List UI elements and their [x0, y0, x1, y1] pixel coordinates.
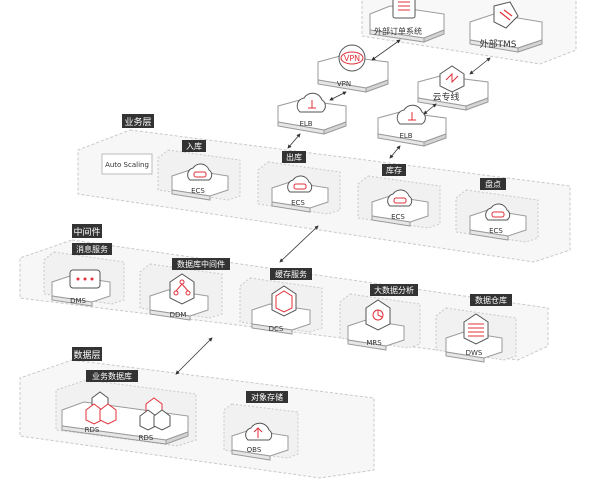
middleware-group-dcs: 缓存服务 DCS: [239, 268, 323, 335]
cloud-line-icon: [439, 65, 465, 93]
inbound-ecs-icon: [187, 163, 213, 181]
external-order-system-label: 外部订单系统: [374, 26, 422, 36]
object-storage-group: 对象存储 OBS: [223, 391, 299, 461]
auto-scaling-label: Auto Scaling: [105, 161, 149, 169]
business-layer-title: 业务层: [122, 114, 154, 128]
stocktake-ecs-icon: [485, 203, 511, 221]
outbound-ecs-icon: [287, 175, 313, 193]
rds-icon-2: [139, 397, 171, 431]
inventory-ecs-label: ECS: [391, 213, 405, 221]
cloud-line-node: 云专线: [417, 65, 489, 111]
mrs-label: MRS: [366, 339, 382, 347]
arrow-middleware-data: [175, 337, 213, 375]
outbound-title: 出库: [286, 152, 302, 162]
middleware-group-dws: 数据仓库 DWS: [435, 294, 517, 363]
rds-label-2: RDS: [139, 434, 154, 442]
data-layer-title: 数据层: [72, 347, 102, 361]
cache-icon: [271, 285, 297, 317]
dws-label: DWS: [466, 349, 483, 357]
stocktake-ecs-label: ECS: [489, 227, 503, 235]
rds-label-1: RDS: [85, 426, 100, 434]
tag-icon: [493, 1, 519, 29]
external-order-system: 外部订单系统: [369, 0, 445, 43]
arrow-cloudline-elb: [423, 103, 437, 115]
cloud-line-label: 云专线: [432, 91, 459, 103]
dms-label: DMS: [70, 297, 86, 305]
svg-text:中间件: 中间件: [73, 226, 100, 238]
svg-text:数据层: 数据层: [73, 349, 100, 361]
ddm-title: 数据库中间件: [177, 259, 225, 269]
vpn-node: VPN VPN: [317, 44, 389, 93]
elb-right-cloud-icon: [396, 104, 426, 125]
dcs-title: 缓存服务: [275, 269, 307, 279]
external-tms: 外部TMS: [469, 1, 543, 53]
elb-right-node: ELB: [377, 104, 447, 147]
elb-left-node: ELB: [277, 92, 347, 135]
arrow-elb-outbound: [287, 133, 301, 149]
arrow-tms-cloudline: [469, 57, 491, 75]
document-icon: [392, 0, 416, 19]
inbound-ecs-label: ECS: [191, 187, 205, 195]
message-icon: [69, 269, 101, 289]
business-group-inventory: 库存 ECS: [357, 164, 441, 229]
elb-left-cloud-icon: [296, 92, 326, 113]
arrow-elb-inventory: [389, 145, 401, 159]
dcs-label: DCS: [269, 325, 284, 333]
business-db-group: 业务数据库 RDS RDS: [55, 370, 197, 447]
svg-text:业务层: 业务层: [124, 116, 151, 128]
arrow-vpn-elb: [329, 91, 347, 101]
external-tms-label: 外部TMS: [480, 38, 517, 50]
auto-scaling-badge: Auto Scaling: [101, 153, 153, 175]
mrs-title: 大数据分析: [374, 285, 414, 295]
big-data-icon: [365, 299, 391, 331]
object-storage-title: 对象存储: [251, 392, 283, 402]
arrow-order-vpn: [371, 39, 401, 61]
inventory-title: 库存: [386, 165, 402, 175]
inbound-title: 入库: [186, 141, 202, 151]
inventory-ecs-icon: [387, 189, 413, 207]
ddm-label: DDM: [170, 311, 187, 319]
outbound-ecs-label: ECS: [291, 199, 305, 207]
rds-icon-1: [85, 391, 117, 425]
dws-title: 数据仓库: [475, 295, 507, 305]
vpn-icon-label: VPN: [344, 54, 360, 63]
business-group-inbound: 入库 ECS: [157, 140, 241, 201]
elb-left-label: ELB: [299, 120, 312, 128]
vpn-label: VPN: [337, 80, 351, 88]
arrow-business-middleware: [279, 225, 319, 263]
business-group-outbound: 出库 ECS: [257, 151, 341, 215]
obs-label: OBS: [247, 446, 262, 454]
elb-right-label: ELB: [399, 132, 412, 140]
middleware-group-mrs: 大数据分析 MRS: [339, 284, 421, 351]
middleware-group-ddm: 数据库中间件 DDM: [139, 258, 230, 321]
middleware-layer-title: 中间件: [72, 224, 102, 238]
business-group-stocktake: 盘点 ECS: [455, 178, 539, 243]
business-db-title: 业务数据库: [92, 371, 132, 381]
network-arrows: [175, 39, 491, 375]
middleware-group-dms: 消息服务 DMS: [43, 243, 125, 307]
dms-title: 消息服务: [76, 244, 108, 254]
data-warehouse-icon: [463, 313, 489, 345]
stocktake-title: 盘点: [485, 179, 501, 189]
vpn-icon: VPN: [338, 44, 366, 72]
obs-cloud-icon: [245, 422, 273, 441]
db-middleware-icon: [169, 273, 195, 305]
